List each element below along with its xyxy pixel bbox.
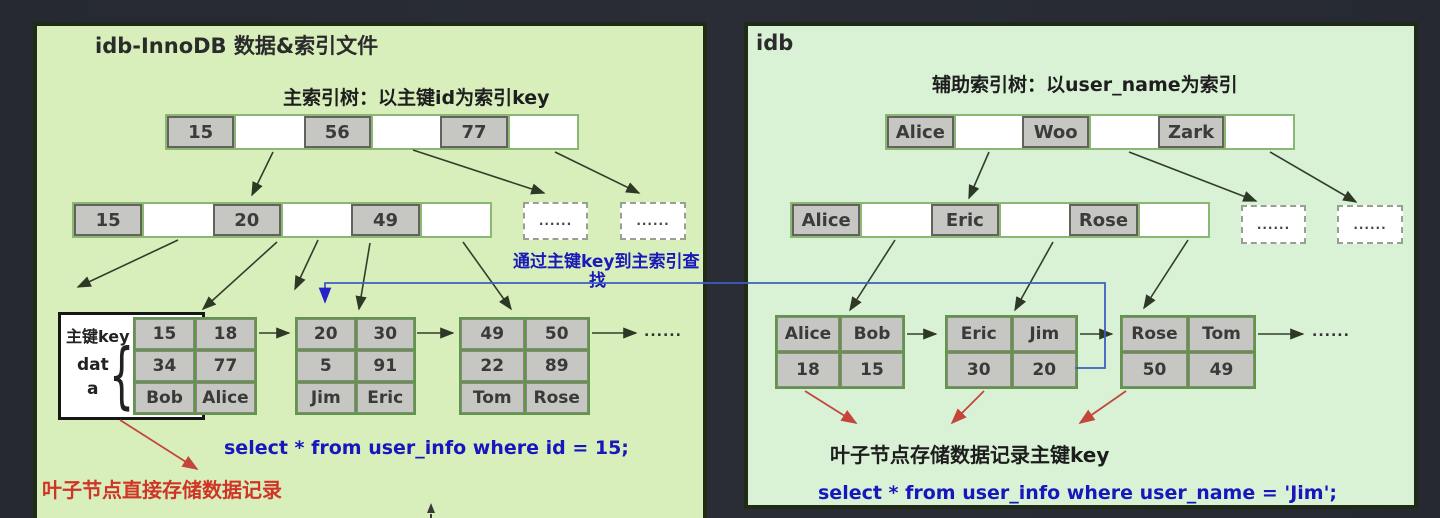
pointer-cell (860, 204, 931, 236)
left-root-node: 15 56 77 (165, 114, 579, 150)
leaf-cell: Rose (525, 383, 588, 413)
pointer-cell (1137, 204, 1208, 236)
key-cell: 77 (440, 116, 508, 148)
primary-tree-subtitle: 主索引树：以主键id为索引key (283, 87, 550, 109)
key-cell: 20 (212, 204, 281, 236)
leaf-cell: 30 (356, 319, 414, 349)
primary-key-label: 主键key (66, 327, 130, 346)
leaf-cell: 22 (461, 351, 524, 381)
right-ellipsis-node: ...... (1241, 205, 1306, 244)
pointer-cell (370, 116, 441, 148)
left-leaf-note: 叶子节点直接存储数据记录 (42, 478, 282, 502)
right-leaf-node-2: Eric Jim 30 20 (945, 315, 1078, 389)
key-cell: Alice (887, 116, 954, 148)
leaf-cell: 49 (1189, 353, 1254, 387)
right-leaf-note: 叶子节点存储数据记录主键key (830, 443, 1110, 467)
pointer-cell (998, 204, 1070, 236)
key-cell: Rose (1069, 204, 1138, 236)
right-leaf-node-3: Rose Tom 50 49 (1120, 315, 1256, 389)
right-panel-title: idb (756, 31, 794, 55)
leaf-cell: 5 (297, 351, 355, 381)
key-cell: 15 (167, 116, 235, 148)
secondary-tree-subtitle: 辅助索引树：以user_name为索引 (932, 74, 1238, 96)
pointer-cell (142, 204, 213, 236)
right-sql-query: select * from user_info where user_name … (818, 482, 1337, 504)
right-leaf-node-1: Alice Bob 18 15 (775, 315, 905, 389)
leaf-cell: 50 (1122, 353, 1187, 387)
key-cell: 49 (351, 204, 420, 236)
leaf-cell: 20 (1012, 353, 1076, 387)
leaf-cell: 18 (777, 353, 839, 387)
left-ellipsis-node: ...... (620, 202, 686, 240)
pointer-cell (953, 116, 1023, 148)
leaf-cell: Jim (297, 383, 355, 413)
leaf-cell: Eric (947, 317, 1011, 351)
leaf-cell: 91 (356, 351, 414, 381)
data-label-line2: a (87, 379, 99, 399)
lookup-note-line2: 找 (589, 271, 606, 291)
key-cell: 56 (303, 116, 371, 148)
left-leaf-node-3: 49 50 22 89 Tom Rose (459, 317, 590, 415)
right-ellipsis-node: ...... (1337, 205, 1403, 244)
leaf-cell: Bob (841, 317, 903, 351)
leaf-cell: 50 (525, 319, 588, 349)
leaf-cell: Tom (461, 383, 524, 413)
leaf-cell: Alice (196, 383, 255, 413)
leaf-cell: Bob (135, 383, 194, 413)
leaf-cell: Alice (777, 317, 839, 351)
key-cell: Eric (930, 204, 999, 236)
pointer-cell (1089, 116, 1158, 148)
pointer-cell (1224, 116, 1294, 148)
leaf-cell: 15 (135, 319, 194, 349)
leaf-cell: 77 (196, 351, 255, 381)
left-internal-node: 15 20 49 (72, 202, 492, 238)
right-root-node: Alice Woo Zark (885, 114, 1295, 150)
curly-brace: { (109, 333, 135, 417)
key-cell: Woo (1022, 116, 1090, 148)
leaf-cell: Eric (356, 383, 414, 413)
left-panel-title: idb-InnoDB 数据&索引文件 (95, 34, 379, 58)
leaf-cell: Rose (1122, 317, 1187, 351)
pointer-cell (280, 204, 352, 236)
left-leaf-node-1: 15 18 34 77 Bob Alice (133, 317, 257, 415)
key-cell: 15 (74, 204, 143, 236)
key-cell: Alice (792, 204, 861, 236)
leaf-cell: 18 (196, 319, 255, 349)
lookup-note-line1: 通过主键key到主索引查 (513, 252, 700, 272)
left-sql-query: select * from user_info where id = 15; (224, 437, 629, 459)
leaf-cell: Jim (1012, 317, 1076, 351)
leaf-cell: 89 (525, 351, 588, 381)
leaf-cell: 30 (947, 353, 1011, 387)
pointer-cell (234, 116, 304, 148)
data-label-line1: dat (77, 355, 109, 375)
right-leaf-chain-ellipsis: ...... (1312, 324, 1350, 340)
pointer-cell (419, 204, 490, 236)
leaf-cell: 34 (135, 351, 194, 381)
key-cell: Zark (1157, 116, 1225, 148)
leaf-cell: 20 (297, 319, 355, 349)
right-internal-node: Alice Eric Rose (790, 202, 1210, 238)
left-leaf-node-2: 20 30 5 91 Jim Eric (295, 317, 416, 415)
leaf-cell: 49 (461, 319, 524, 349)
left-leaf-chain-ellipsis: ...... (644, 324, 682, 340)
leaf-cell: 15 (841, 353, 903, 387)
pointer-cell (507, 116, 577, 148)
left-ellipsis-node: ...... (523, 202, 588, 240)
leaf-cell: Tom (1189, 317, 1254, 351)
